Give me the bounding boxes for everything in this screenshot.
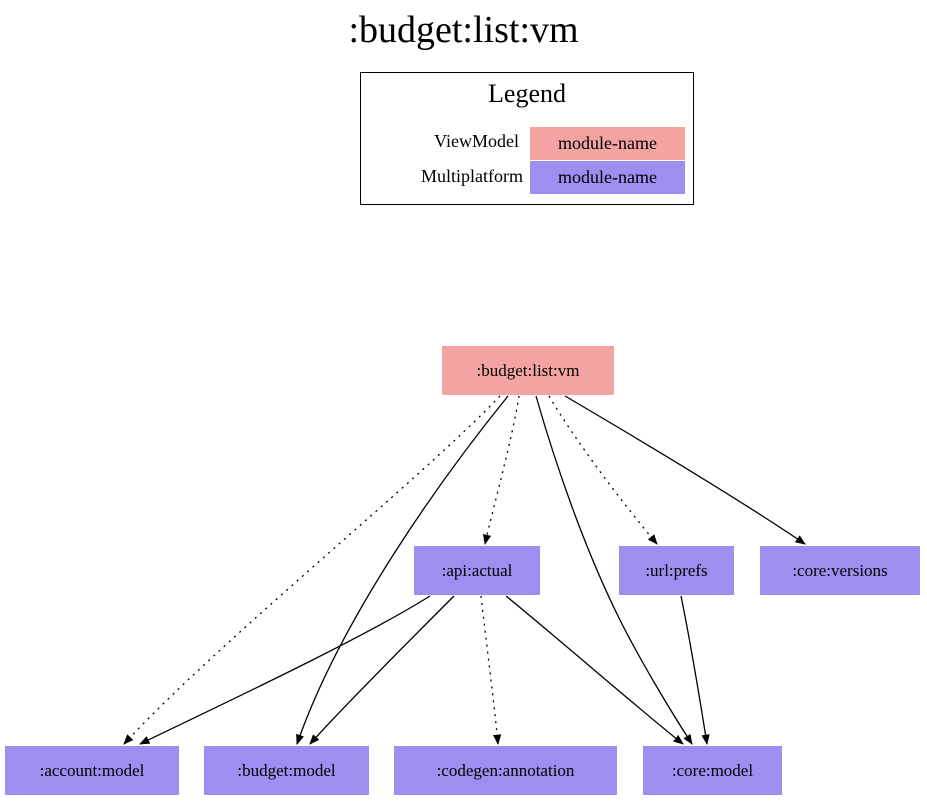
- edge-api-actual-to-codegen-annotation: [480, 595, 502, 746]
- node-core-model[interactable]: :core:model: [643, 746, 782, 795]
- edge-api-actual-to-budget-model: [309, 595, 455, 745]
- edge-api-actual-to-account-model: [139, 595, 431, 745]
- legend-label-multiplatform: Multiplatform: [421, 166, 523, 186]
- edge-api-actual-to-core-model: [505, 595, 684, 745]
- edge-budget-list-vm-to-url-prefs: [548, 395, 658, 545]
- node-core-versions[interactable]: :core:versions: [760, 546, 920, 595]
- node-api-actual[interactable]: :api:actual: [414, 546, 540, 595]
- legend-label-viewmodel: ViewModel: [434, 131, 519, 151]
- node-codegen-annotation[interactable]: :codegen:annotation: [394, 746, 617, 795]
- node-budget-list-vm[interactable]: :budget:list:vm: [442, 346, 614, 395]
- edge-url-prefs-to-core-model: [680, 595, 710, 746]
- node-url-prefs[interactable]: :url:prefs: [619, 546, 734, 595]
- edge-budget-list-vm-to-budget-model: [296, 395, 509, 745]
- legend-title: Legend: [488, 79, 566, 108]
- legend: Legend ViewModel module-name Multiplatfo…: [360, 72, 694, 205]
- graph-title: :budget:list:vm: [348, 9, 579, 51]
- node-budget-model[interactable]: :budget:model: [204, 746, 369, 795]
- edge-budget-list-vm-to-core-model: [535, 395, 693, 745]
- legend-swatch-viewmodel: module-name: [530, 127, 685, 160]
- legend-swatch-multiplatform: module-name: [530, 161, 685, 194]
- node-account-model[interactable]: :account:model: [5, 746, 179, 795]
- edge-budget-list-vm-to-account-model: [123, 395, 501, 745]
- edge-budget-list-vm-to-core-versions: [564, 395, 806, 545]
